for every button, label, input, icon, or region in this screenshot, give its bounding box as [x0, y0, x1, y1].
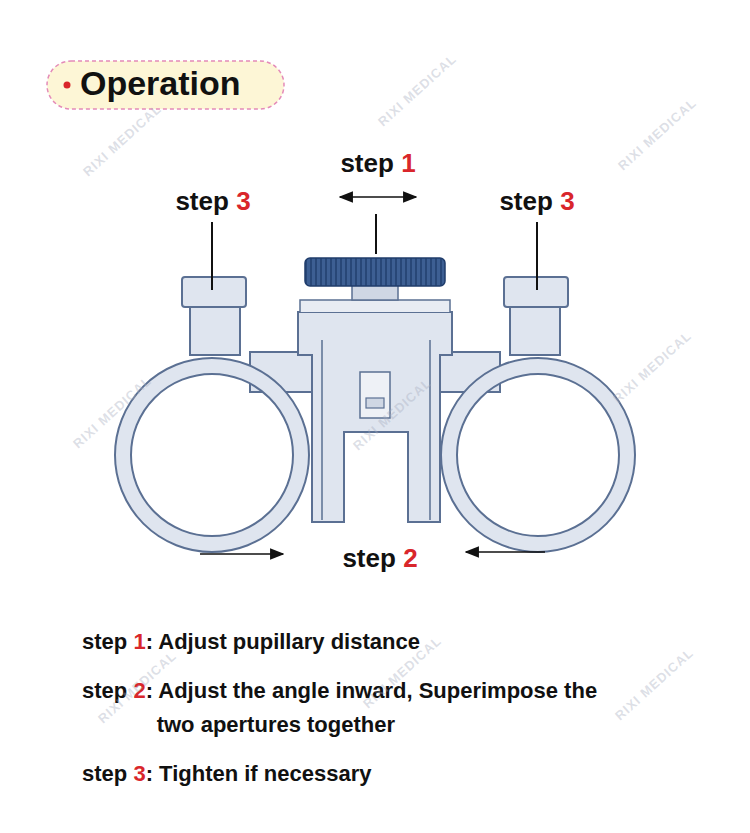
- step-number: 3: [236, 181, 250, 221]
- step1-arrow: [340, 196, 416, 198]
- step-label: step3: [175, 181, 250, 221]
- step3-leader: [211, 222, 213, 290]
- step2-arrow: [200, 553, 283, 555]
- step-label: step2: Adjust the angle inward, Superimp…: [82, 674, 617, 742]
- step1-leader: [375, 214, 377, 254]
- step-number: 1: [401, 143, 415, 183]
- right-eyepiece-ring: [441, 358, 635, 552]
- step-number: 3: [133, 757, 145, 791]
- watermark: RIXI MEDICAL: [615, 95, 699, 173]
- step3-leader: [536, 222, 538, 290]
- right-screw-collar: [510, 305, 560, 355]
- step-word: step: [175, 181, 228, 221]
- step-label: step2: [342, 538, 417, 578]
- step-number: 3: [560, 181, 574, 221]
- title: Operation: [80, 64, 241, 103]
- step-number: 2: [403, 538, 417, 578]
- left-screw-cap: [182, 277, 246, 307]
- step-instruction: : Adjust pupillary distance: [146, 625, 420, 659]
- step-label: step3: [499, 181, 574, 221]
- step-label: step3: Tighten if necessary: [82, 757, 371, 791]
- left-screw-collar: [190, 305, 240, 355]
- slot-pin: [366, 398, 384, 408]
- step-word: step: [499, 181, 552, 221]
- step2-arrow: [466, 551, 545, 553]
- watermark: RIXI MEDICAL: [610, 328, 694, 406]
- watermark: RIXI MEDICAL: [80, 101, 164, 179]
- knob-plate: [300, 300, 450, 312]
- step-word: step: [340, 143, 393, 183]
- step-word: step: [82, 757, 127, 791]
- pupillary-knob: [305, 258, 445, 286]
- center-bridge-block: [298, 312, 452, 522]
- step-label: step1: [340, 143, 415, 183]
- title-pill: [47, 61, 284, 109]
- watermark: RIXI MEDICAL: [612, 645, 696, 723]
- step-label: step1: Adjust pupillary distance: [82, 625, 420, 659]
- watermark: RIXI MEDICAL: [375, 51, 459, 129]
- step-instruction: : Tighten if necessary: [146, 757, 372, 791]
- step-word: step: [342, 538, 395, 578]
- step-word: step: [82, 625, 127, 659]
- title-bullet: [64, 82, 71, 89]
- step-number: 1: [133, 625, 145, 659]
